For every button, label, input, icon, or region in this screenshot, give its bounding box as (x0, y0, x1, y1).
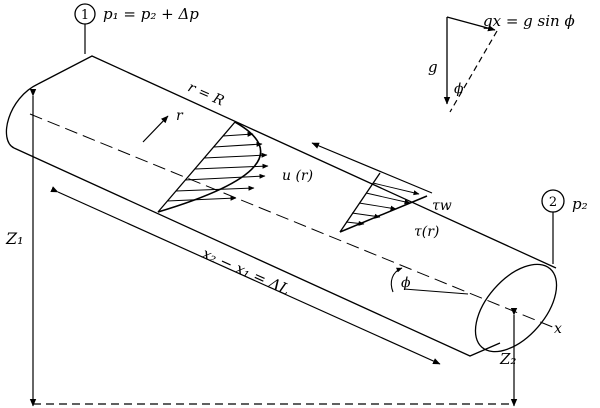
station-1: 1 p₁ = p₂ + Δp (74, 3, 199, 54)
r-label: r (176, 108, 184, 124)
station-1-number: 1 (81, 8, 89, 23)
shear-stress-diagram: τw τ(r) (311, 142, 452, 240)
velocity-profile: u (r) (157, 121, 313, 213)
pipe-upper-wall (37, 55, 557, 269)
pipe-lower-wall (13, 147, 501, 357)
elevation-z1: Z₁ (5, 89, 37, 407)
gx-label: gx = g sin ϕ (483, 12, 575, 30)
g-label: g (428, 58, 438, 76)
radius-label: r = R (185, 79, 227, 109)
station-1-circle (74, 3, 96, 25)
station-2-number: 2 (549, 195, 557, 210)
radius-arrow (142, 115, 169, 143)
station-2-pressure-label: p₂ (572, 195, 588, 213)
gx-component (446, 16, 496, 32)
inclination-angle: ϕ (390, 267, 469, 295)
horizontal-reference (403, 288, 469, 295)
velocity-label: u (r) (282, 168, 313, 184)
z1-label: Z₁ (5, 229, 24, 248)
left-end-cap (5, 83, 39, 149)
x-axis-label: x (554, 321, 562, 337)
dashed-component (449, 30, 498, 113)
gravity-vector-inset: g gx = g sin ϕ ϕ (428, 12, 575, 113)
right-end-ellipse (474, 263, 558, 353)
station-2: 2 p₂ (541, 189, 588, 264)
elevation-z2: Z₂ (499, 308, 518, 407)
tau-w-label: τw (432, 198, 452, 214)
phi-label: ϕ (401, 275, 411, 291)
pipe (5, 55, 558, 357)
centerline (29, 113, 556, 329)
tau-r-label: τ(r) (414, 224, 439, 240)
angle-arc (390, 267, 403, 293)
length-label: x₂ − x₁ = ΔL (199, 244, 292, 299)
phi-inset-label: ϕ (454, 81, 464, 97)
wall-shear-arrow (311, 142, 433, 194)
length-dimension-arrow (50, 186, 441, 365)
station-1-pressure-label: p₁ = p₂ + Δp (103, 5, 199, 23)
z2-label: Z₂ (499, 350, 516, 368)
station-2-circle (541, 189, 565, 213)
